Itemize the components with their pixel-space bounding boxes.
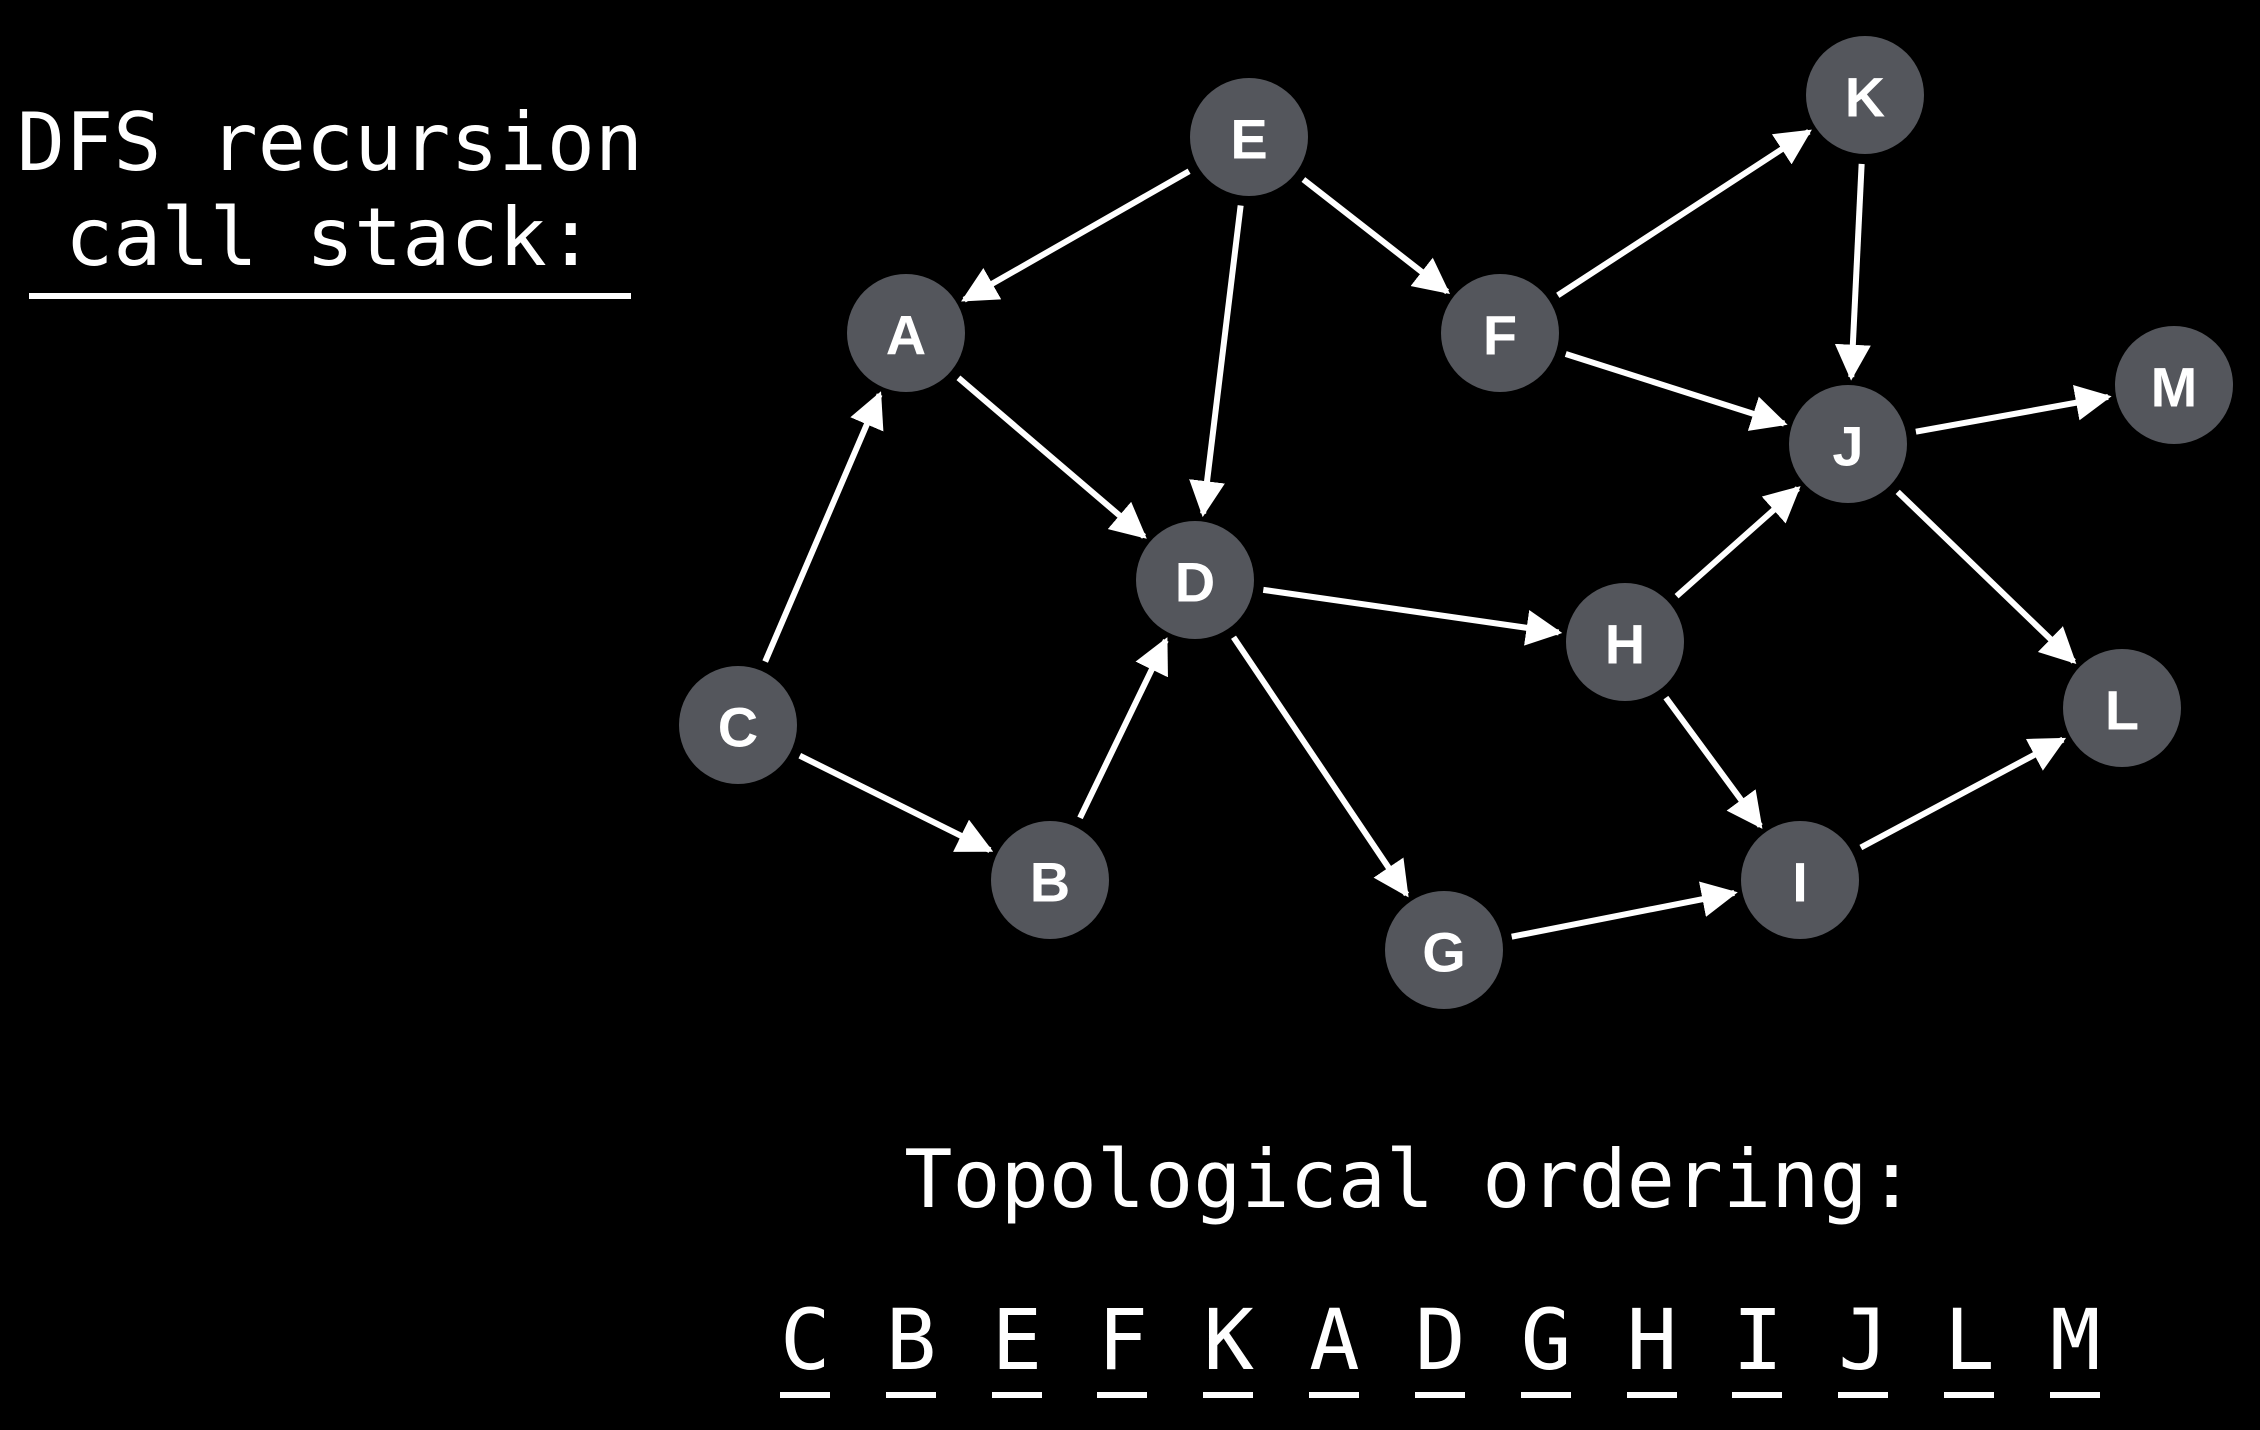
- call-stack-panel-title: DFS recursion call stack:: [0, 95, 660, 299]
- node-circle: [679, 666, 797, 784]
- edge-k-to-j: [1834, 163, 1871, 381]
- ordering-letter-d: D: [1414, 1290, 1466, 1398]
- node-circle: [1741, 821, 1859, 939]
- ordering-letter-f: F: [1097, 1290, 1148, 1398]
- edge-d-to-g: [1231, 635, 1410, 898]
- node-circle: [1385, 891, 1503, 1009]
- edge-d-to-h: [1262, 586, 1563, 646]
- node-circle: [847, 274, 965, 392]
- edge-e-to-a: [961, 168, 1191, 303]
- ordering-letter-h: H: [1626, 1290, 1677, 1398]
- node-i: I: [1741, 821, 1859, 939]
- ordering-letter-m: M: [2049, 1290, 2101, 1398]
- node-b: B: [991, 821, 1109, 939]
- node-label: F: [1483, 304, 1517, 367]
- node-circle: [2063, 649, 2181, 767]
- edge-j-to-m: [1915, 384, 2112, 435]
- edge-c-to-b: [798, 753, 994, 853]
- edge-i-to-l: [1859, 736, 2067, 851]
- edge-b-to-d: [1077, 637, 1169, 820]
- node-label: A: [886, 304, 926, 367]
- node-label: I: [1792, 851, 1808, 914]
- node-circle: [1566, 583, 1684, 701]
- node-e: E: [1190, 78, 1308, 196]
- ordering-letter-e: E: [991, 1290, 1042, 1398]
- node-k: K: [1806, 36, 1924, 154]
- node-f: F: [1441, 274, 1559, 392]
- edge-h-to-j: [1674, 486, 1801, 599]
- edge-a-to-d: [956, 375, 1147, 539]
- node-circle: [2115, 326, 2233, 444]
- node-label: J: [1832, 415, 1863, 478]
- edges-layer: [762, 129, 2112, 940]
- node-circle: [1789, 385, 1907, 503]
- topological-ordering-title: Topological ordering:: [904, 1133, 1916, 1226]
- node-label: M: [2151, 356, 2198, 419]
- ordering-letter-c: C: [780, 1290, 831, 1398]
- edge-e-to-f: [1301, 177, 1451, 295]
- node-circle: [1806, 36, 1924, 154]
- edge-e-to-d: [1189, 205, 1244, 518]
- node-circle: [1441, 274, 1559, 392]
- edge-g-to-i: [1511, 881, 1738, 940]
- node-c: C: [679, 666, 797, 784]
- ordering-letter-b: B: [885, 1290, 936, 1398]
- node-label: B: [1030, 851, 1070, 914]
- node-label: G: [1422, 921, 1466, 984]
- ordering-letter-g: G: [1520, 1290, 1571, 1398]
- node-g: G: [1385, 891, 1503, 1009]
- node-d: D: [1136, 521, 1254, 639]
- edge-j-to-l: [1895, 489, 2077, 665]
- node-h: H: [1566, 583, 1684, 701]
- call-stack-title-line2: call stack:: [29, 193, 631, 299]
- ordering-letter-k: K: [1203, 1290, 1254, 1398]
- node-a: A: [847, 274, 965, 392]
- node-l: L: [2063, 649, 2181, 767]
- node-label: E: [1230, 108, 1267, 171]
- nodes-layer: A B C D E F G H I J K L M: [679, 36, 2233, 1009]
- node-label: L: [2105, 679, 2139, 742]
- edge-h-to-i: [1663, 695, 1763, 829]
- node-circle: [1190, 78, 1308, 196]
- edge-c-to-a: [762, 391, 884, 663]
- node-circle: [991, 821, 1109, 939]
- node-m: M: [2115, 326, 2233, 444]
- node-j: J: [1789, 385, 1907, 503]
- node-circle: [1136, 521, 1254, 639]
- ordering-letter-j: J: [1838, 1290, 1889, 1398]
- ordering-letter-l: L: [1944, 1290, 1995, 1398]
- ordering-letter-i: I: [1732, 1290, 1783, 1398]
- ordering-letter-a: A: [1309, 1290, 1360, 1398]
- node-label: K: [1845, 66, 1885, 129]
- edge-f-to-k: [1556, 129, 1812, 298]
- call-stack-title-line1: DFS recursion: [16, 96, 644, 189]
- node-label: C: [718, 696, 758, 759]
- dag-diagram: A B C D E F G H I J K L M: [679, 36, 2233, 1009]
- edge-f-to-j: [1564, 351, 1788, 431]
- node-label: H: [1605, 613, 1645, 676]
- node-label: D: [1175, 551, 1215, 614]
